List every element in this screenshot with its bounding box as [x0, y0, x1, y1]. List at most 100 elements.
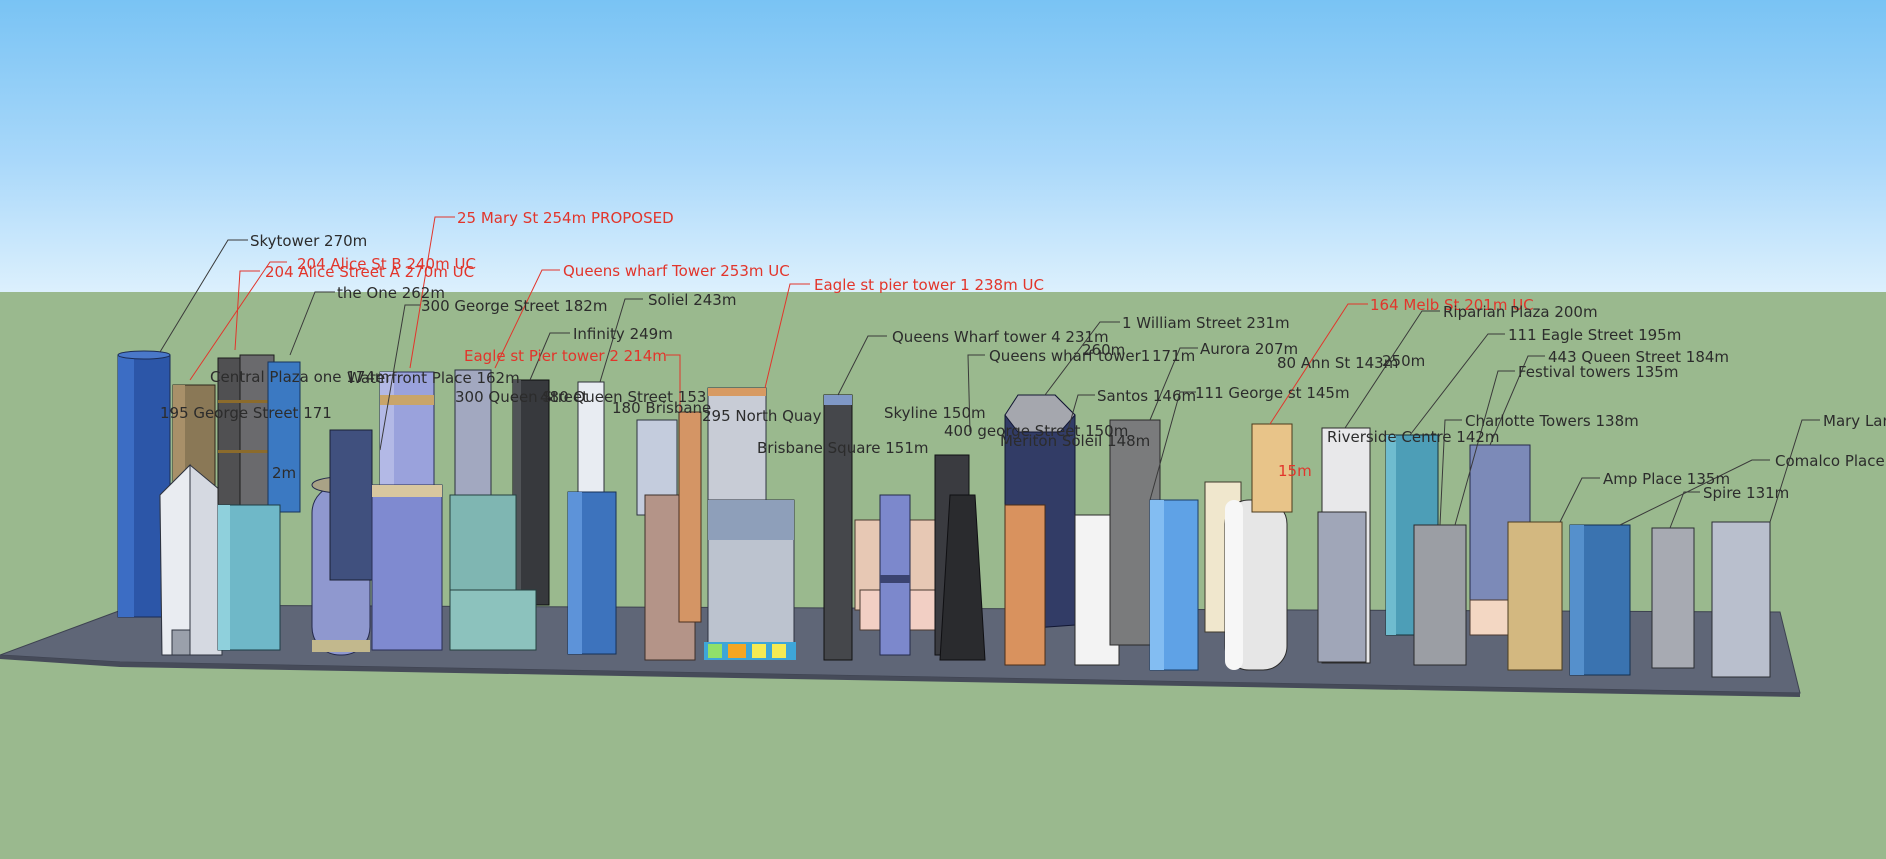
label-295-north-quay: 295 North Quay — [702, 407, 822, 425]
label-300-queen: 300 Queen Street — [455, 388, 588, 406]
aurora-building — [1224, 499, 1288, 671]
label-brisbane-square: Brisbane Square 151m — [757, 439, 928, 457]
leader-lines — [159, 216, 1820, 529]
label-300-george: 300 George Street 182m — [421, 297, 607, 315]
label-qw-tower1: Queens wharf tower1 — [989, 347, 1150, 365]
city-base-edge — [0, 655, 1800, 697]
label-queens-wharf-4: Queens Wharf tower 4 231m — [892, 328, 1109, 346]
the-one-building — [267, 361, 301, 513]
spire-building — [1651, 527, 1695, 669]
leader-eagle-pier-2 — [666, 354, 681, 412]
label-soleil: Soliel 243m — [648, 291, 736, 309]
label-comalco: Comalco Place — [1775, 452, 1885, 470]
label-the-one: the One 262m — [337, 284, 445, 302]
leader-eagle-pier-1 — [764, 283, 810, 389]
leader-300-george — [379, 304, 420, 451]
label-400-george: 400 george Street 150m — [944, 422, 1128, 440]
label-111-eagle: 111 Eagle Street 195m — [1508, 326, 1681, 344]
leader-skytower — [159, 239, 248, 353]
riverside-centre-building — [1317, 427, 1371, 664]
leader-comalco — [1619, 459, 1770, 526]
label-aurora: Aurora 207m — [1200, 340, 1298, 358]
label-amp: Amp Place 135m — [1603, 470, 1730, 488]
brisbane-square-building — [704, 499, 796, 660]
label-111-george: 111 George st 145m — [1195, 384, 1350, 402]
waterfront-place-building — [371, 371, 443, 651]
leader-queens-wharf-tower — [494, 269, 560, 369]
label-riverside: Riverside Centre 142m — [1327, 428, 1500, 446]
building-teal-left — [217, 504, 281, 651]
leader-santos — [1064, 394, 1095, 441]
label-mary-lane: Mary Lane — [1823, 412, 1886, 430]
sky — [0, 0, 1886, 292]
label-480-queen: 480 Queen Street 153 — [540, 388, 706, 406]
leader-qw-tower1 — [967, 354, 985, 433]
charlotte-towers-building — [1413, 524, 1467, 666]
leader-infinity — [529, 332, 570, 381]
label-15m: 15m — [1278, 462, 1312, 480]
label-80-ann-250: 250m — [1382, 352, 1425, 370]
leader-soleil — [599, 298, 643, 383]
label-central-plaza-one: Central Plaza one 174m — [210, 368, 390, 386]
label-charlotte: Charlotte Towers 138m — [1465, 412, 1639, 430]
leader-amp — [1559, 477, 1600, 523]
label-80-ann: 80 Ann St 143m — [1277, 354, 1398, 372]
leader-charlotte — [1439, 419, 1462, 526]
leader-queens-wharf-4 — [837, 335, 887, 396]
leader-111-george — [1149, 391, 1196, 501]
label-164-melb: 164 Melb St 201m UC — [1370, 296, 1534, 314]
leader-204-alice-a — [234, 270, 260, 351]
leader-the-one — [289, 291, 335, 356]
label-skytower: Skytower 270m — [250, 232, 367, 250]
label-riparian: Riparian Plaza 200m — [1443, 303, 1598, 321]
comalco-place-building — [1569, 524, 1631, 676]
building-dark-blue-left — [329, 429, 373, 581]
infinity-building — [449, 494, 537, 651]
building-black-tall — [512, 379, 550, 606]
label-santos: Santos 146m — [1097, 387, 1196, 405]
leader-riparian — [1344, 310, 1440, 429]
leader-festival — [1454, 370, 1515, 526]
queens-wharf-tower-4-building — [823, 394, 853, 661]
central-plaza-one-building — [159, 463, 223, 656]
label-25-mary: 25 Mary St 254m PROPOSED — [457, 209, 674, 227]
leader-aurora — [1149, 347, 1198, 421]
label-waterfront-place: Waterfront Place 162m — [347, 369, 520, 387]
label-204-alice-a: 204 Alice Street A 270m UC — [265, 263, 474, 281]
leader-443-queen — [1489, 355, 1545, 446]
400-george-street-building — [879, 494, 911, 656]
leader-mary-lane — [1769, 419, 1820, 523]
leader-111-eagle — [1409, 333, 1505, 436]
164-melb-st-building — [1251, 423, 1293, 513]
111-george-st-building — [1149, 499, 1199, 671]
soleil-building — [567, 381, 617, 655]
mary-lane-building — [1711, 521, 1771, 678]
180-brisbane-building — [636, 411, 702, 661]
leader-spire — [1669, 491, 1700, 529]
label-queens-wharf-tower: Queens wharf Tower 253m UC — [563, 262, 790, 280]
building-labels: Skytower 270m 204 Alice St B 240m UC 204… — [160, 209, 1886, 502]
label-qw-171: 171m — [1152, 347, 1195, 365]
label-eagle-pier-1: Eagle st pier tower 1 238m UC — [814, 276, 1044, 294]
label-festival: Festival towers 135m — [1518, 363, 1678, 381]
300-queen-street-building — [454, 369, 492, 511]
label-1-william: 1 William Street 231m — [1122, 314, 1290, 332]
label-180-brisbane: 180 Brisbane — [612, 399, 711, 417]
leader-204-alice-b — [189, 261, 287, 381]
leader-25-mary — [409, 216, 455, 369]
leader-1-william — [1044, 321, 1120, 396]
1-william-street-building — [1004, 394, 1076, 666]
label-infinity: Infinity 249m — [573, 325, 673, 343]
label-eagle-pier-2: Eagle st Pier tower 2 214m — [464, 347, 667, 365]
amp-place-building — [1507, 521, 1563, 671]
queens-wharf-tower-1-building — [934, 454, 986, 661]
label-spire: Spire 131m — [1703, 484, 1789, 502]
label-204-alice-b: 204 Alice St B 240m UC — [297, 255, 476, 273]
label-skyline: Skyline 150m — [884, 404, 986, 422]
label-443-queen: 443 Queen Street 184m — [1548, 348, 1729, 366]
label-meriton-soleil: Meriton Soleil 148m — [1000, 432, 1150, 450]
label-qw-tower1-height: 260m — [1082, 341, 1125, 359]
